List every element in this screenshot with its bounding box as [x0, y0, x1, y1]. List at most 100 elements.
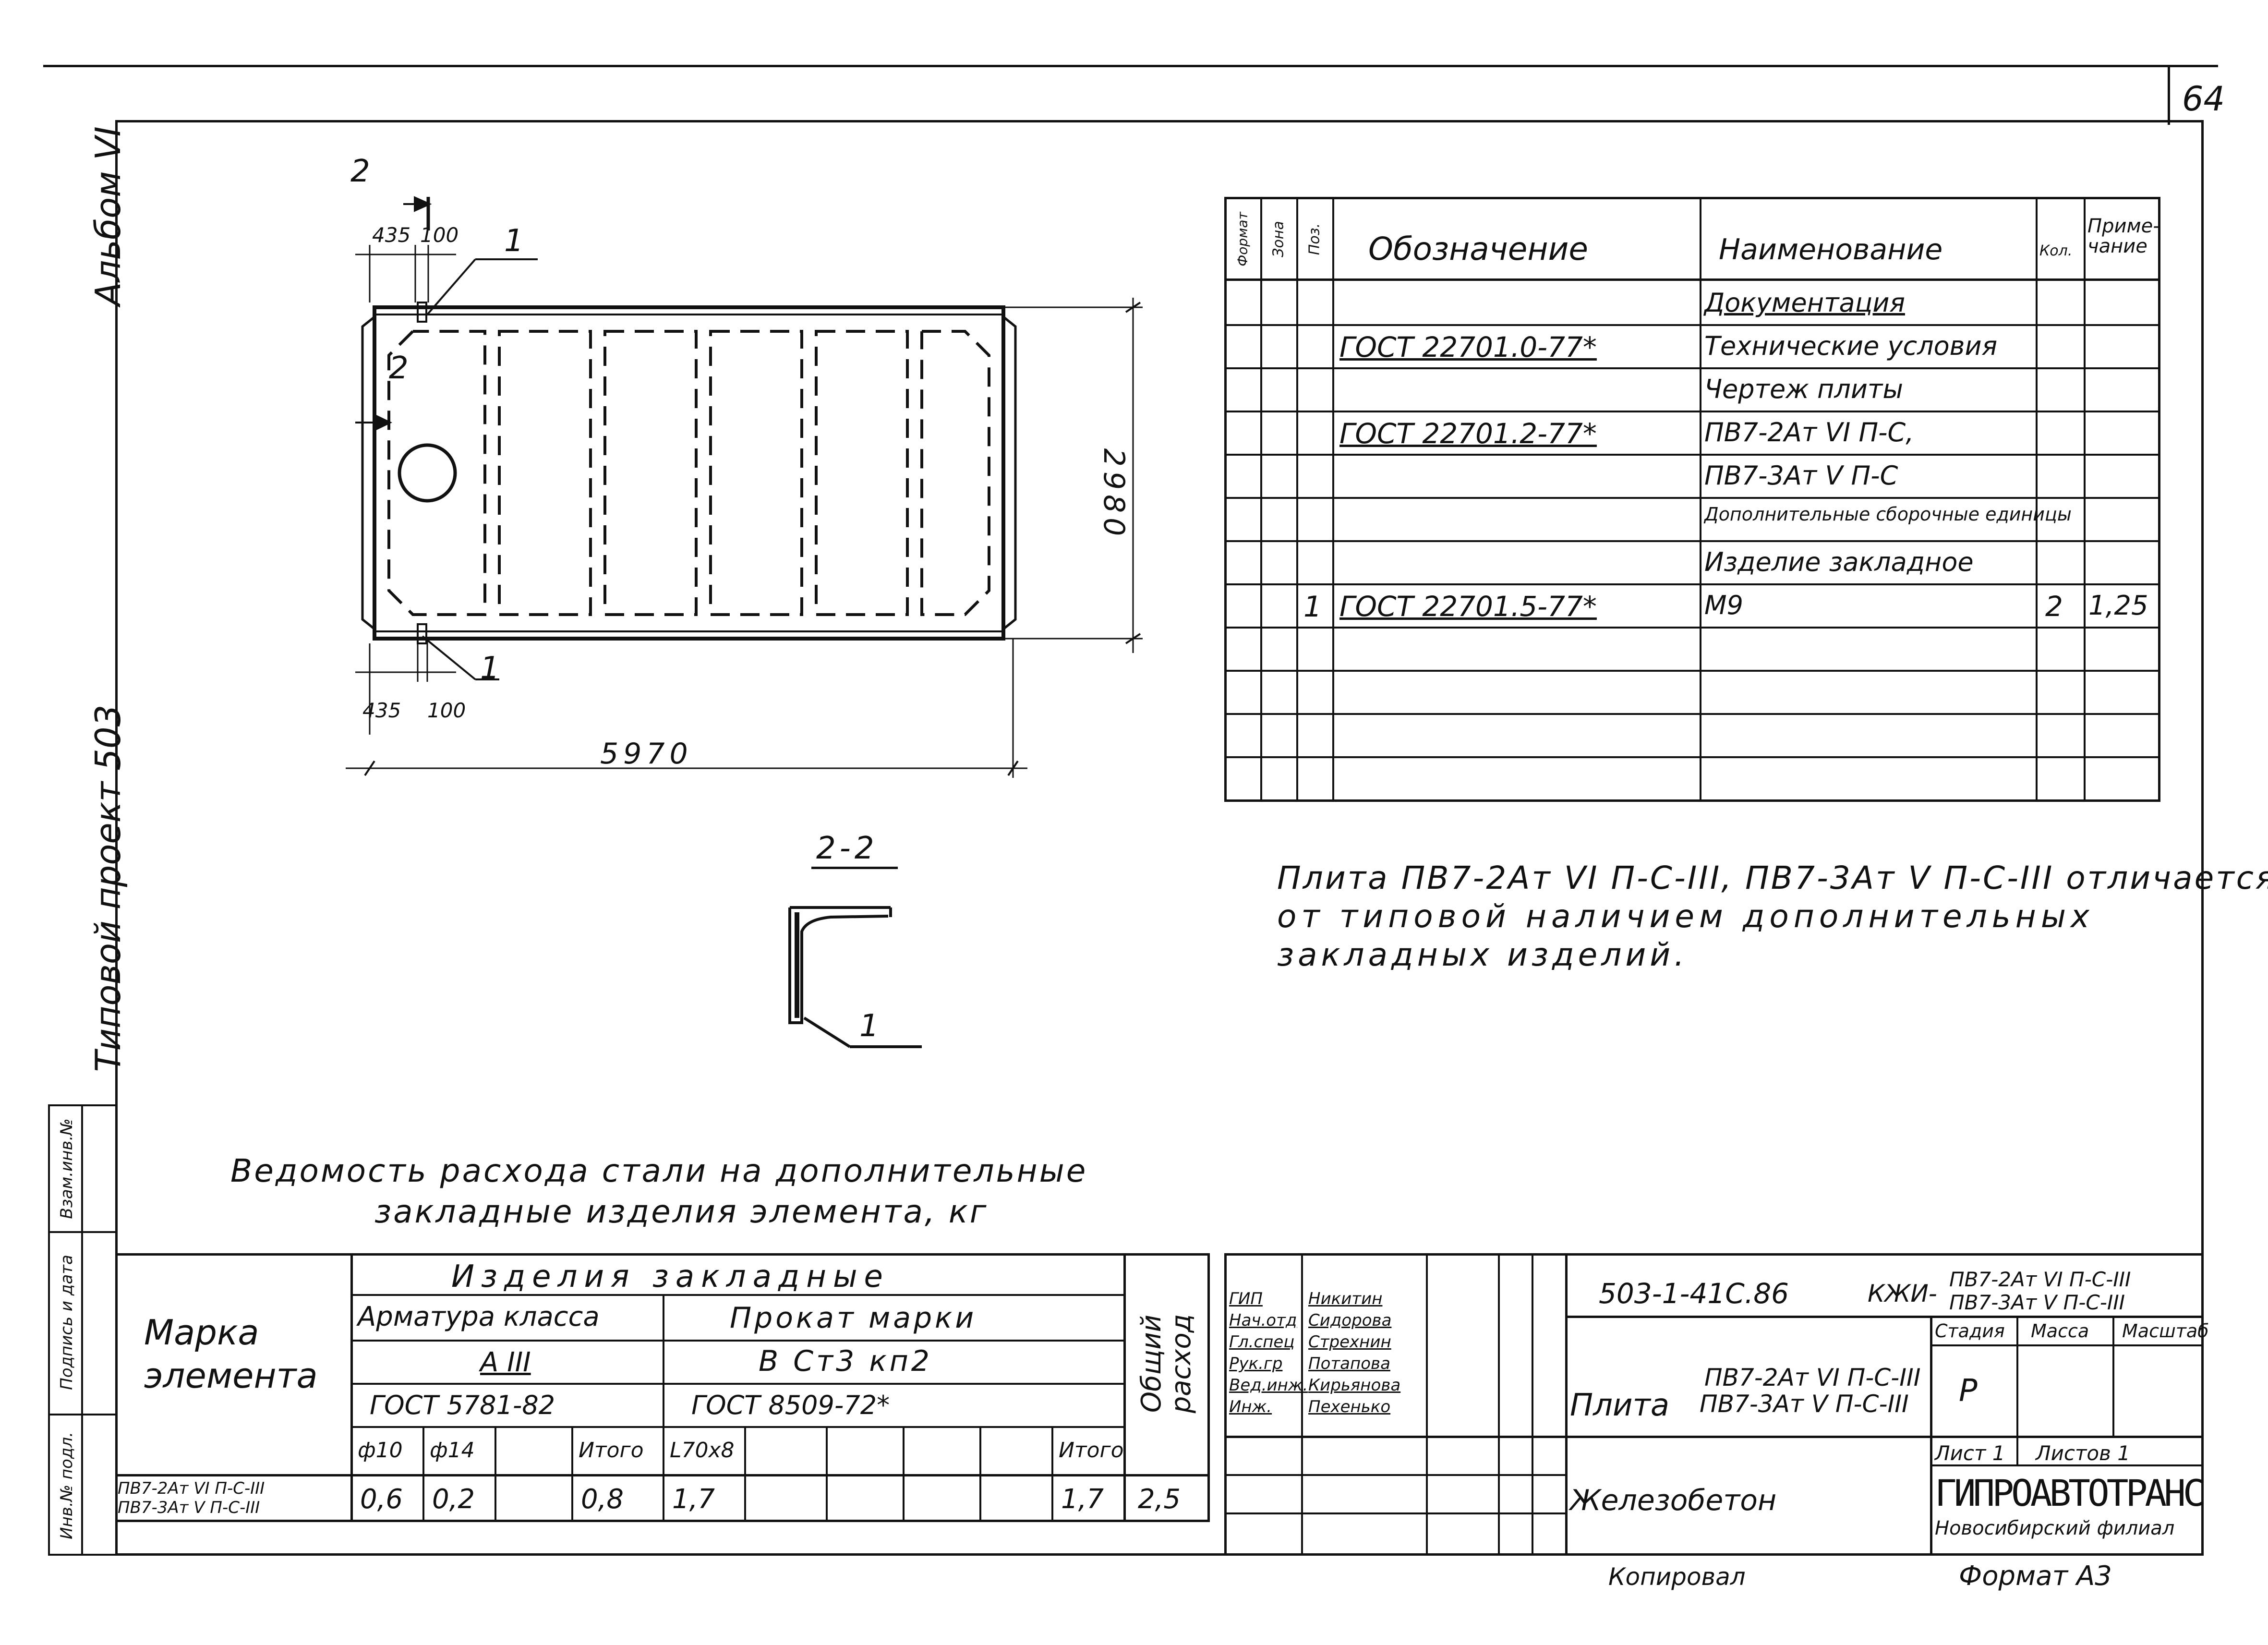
steel-h-total: Общий расход — [1136, 1314, 1197, 1414]
steel-h-rebar-grade: А III — [480, 1347, 531, 1378]
spec-cell-qty: 2 — [2045, 590, 2063, 623]
steel-row-total: 2,5 — [1138, 1484, 1181, 1515]
spec-row — [1224, 411, 2160, 412]
album-label: Альбом VI — [88, 126, 128, 306]
tb-material: Железобетон — [1570, 1484, 1777, 1517]
tb-branch: Новосибирский филиал — [1935, 1517, 2175, 1539]
page-number-box — [2168, 67, 2170, 125]
top-rule — [43, 65, 2218, 67]
steel-row-mark-2: ПВ7-3Ат V П-С-III — [118, 1498, 260, 1517]
tb-stage-h: Стадия — [1935, 1320, 2005, 1342]
dim-overall-length: 5970 — [600, 737, 693, 771]
tb-code: 503-1-41С.86 — [1599, 1277, 1789, 1310]
role-title: Инж. — [1229, 1397, 1272, 1416]
spec-cell-designation: ГОСТ 22701.5-77* — [1339, 590, 1597, 623]
spec-h-designation: Обозначение — [1368, 230, 1588, 267]
project-label: Типовой проект 503 — [88, 704, 128, 1072]
section-leader-pos: 1 — [859, 1008, 879, 1044]
tb-name-word: Плита — [1570, 1388, 1670, 1423]
steel-row-mark-1: ПВ7-2Ат VI П-С-III — [118, 1479, 265, 1498]
steel-table-title-1: Ведомость расхода стали на дополнительны… — [230, 1152, 1088, 1189]
role-person: Сидорова — [1308, 1311, 1392, 1330]
spec-h-zone: Зона — [1270, 221, 1287, 257]
spec-row — [1224, 713, 2160, 715]
format-label: Формат А3 — [1959, 1560, 2112, 1592]
steel-value: 0,2 — [432, 1484, 475, 1515]
dim-top-mid: 100 — [420, 223, 459, 247]
spec-row — [1224, 367, 2160, 369]
spec-row — [1224, 497, 2160, 499]
role-person: Никитин — [1308, 1289, 1383, 1308]
section-title-underline — [811, 867, 898, 869]
steel-h-rebar-class: Арматура класса — [358, 1301, 600, 1332]
tb-scale-h: Масштаб — [2122, 1320, 2209, 1342]
note-line-3: закладных изделий. — [1277, 936, 1689, 973]
dim-top-left: 435 — [372, 223, 411, 247]
role-person: Потапова — [1308, 1354, 1390, 1373]
leader-top-pos: 1 — [504, 223, 524, 259]
role-title: Гл.спец — [1229, 1332, 1295, 1352]
spec-cell-name: ПВ7-2Ат VI П-С, — [1704, 417, 1914, 448]
role-person: Кирьянова — [1308, 1376, 1401, 1395]
steel-h-rebar-gost: ГОСТ 5781-82 — [370, 1390, 555, 1420]
leader-bottom-pos: 1 — [480, 651, 500, 686]
tb-kzhi: КЖИ- — [1868, 1280, 1937, 1307]
role-person: Пехенько — [1308, 1397, 1391, 1416]
spec-cell-name: Дополнительные сборочные единицы — [1704, 504, 2072, 525]
role-title: Вед.инж. — [1229, 1376, 1308, 1395]
spec-cell-name: М9 — [1704, 590, 1743, 620]
side-stamp-replace-inv: Взам.инв.№ — [57, 1118, 76, 1219]
steel-subheader: L70х8 — [670, 1438, 735, 1463]
spec-row — [1224, 756, 2160, 758]
steel-subheader: ф14 — [430, 1438, 475, 1463]
copied-label: Копировал — [1608, 1563, 1746, 1591]
spec-cell-name: Чертеж плиты — [1704, 374, 1904, 404]
dim-bottom-left: 435 — [362, 699, 401, 722]
role-title: Рук.гр — [1229, 1354, 1283, 1373]
steel-table-title-2: закладные изделия элемента, кг — [374, 1193, 989, 1230]
tb-kzhi-mark-2: ПВ7-3Ат V П-С-III — [1949, 1291, 2125, 1314]
section-view-drawing — [788, 906, 922, 1048]
spec-row — [1224, 583, 2160, 585]
steel-subheader: Итого — [1059, 1438, 1124, 1463]
steel-h-embedded: Изделия закладные — [451, 1259, 890, 1294]
steel-subheader: Итого — [579, 1438, 644, 1463]
steel-h-rolled: Прокат марки — [730, 1301, 977, 1335]
steel-subheader: ф10 — [358, 1438, 403, 1463]
spec-h-name: Наименование — [1719, 233, 1943, 266]
spec-cell-name: Документация — [1704, 288, 1905, 318]
spec-cell-name: Технические условия — [1704, 331, 1998, 361]
spec-cell-designation: ГОСТ 22701.0-77* — [1339, 331, 1597, 363]
tb-sheet: Лист 1 — [1935, 1441, 2005, 1465]
steel-h-mark: Марка элемента — [144, 1312, 318, 1396]
section-marker-left: 2 — [389, 351, 409, 386]
tb-stage: Р — [1959, 1373, 1978, 1409]
tb-mass-h: Масса — [2031, 1320, 2089, 1342]
spec-cell-name: Изделие закладное — [1704, 547, 1974, 577]
spec-row — [1224, 627, 2160, 629]
role-title: Нач.отд — [1229, 1311, 1297, 1330]
spec-row — [1224, 670, 2160, 672]
spec-row — [1224, 454, 2160, 456]
spec-row — [1224, 540, 2160, 542]
side-stamp-inv-orig: Инв.№ подл. — [57, 1432, 76, 1539]
steel-value: 0,8 — [581, 1484, 624, 1515]
spec-header-row — [1224, 197, 2160, 281]
spec-h-pos: Поз. — [1306, 223, 1323, 255]
spec-h-note: Приме-чание — [2087, 215, 2160, 257]
steel-h-rolled-grade: В Ст3 кп2 — [759, 1344, 932, 1378]
steel-value: 1,7 — [672, 1484, 715, 1515]
steel-value: 0,6 — [360, 1484, 403, 1515]
tb-name-mark-2: ПВ7-3Ат V П-С-III — [1700, 1390, 1909, 1418]
spec-cell-designation: ГОСТ 22701.2-77* — [1339, 417, 1597, 450]
drawing-frame — [115, 120, 2204, 1556]
tb-kzhi-mark-1: ПВ7-2Ат VI П-С-III — [1949, 1268, 2131, 1291]
section-marker-top: 2 — [350, 154, 370, 189]
tb-sheets: Листов 1 — [2036, 1441, 2130, 1465]
note-line-1: Плита ПВ7-2Ат VI П-С-III, ПВ7-3Ат V П-С-… — [1277, 859, 2268, 896]
role-person: Стрехнин — [1308, 1332, 1391, 1352]
